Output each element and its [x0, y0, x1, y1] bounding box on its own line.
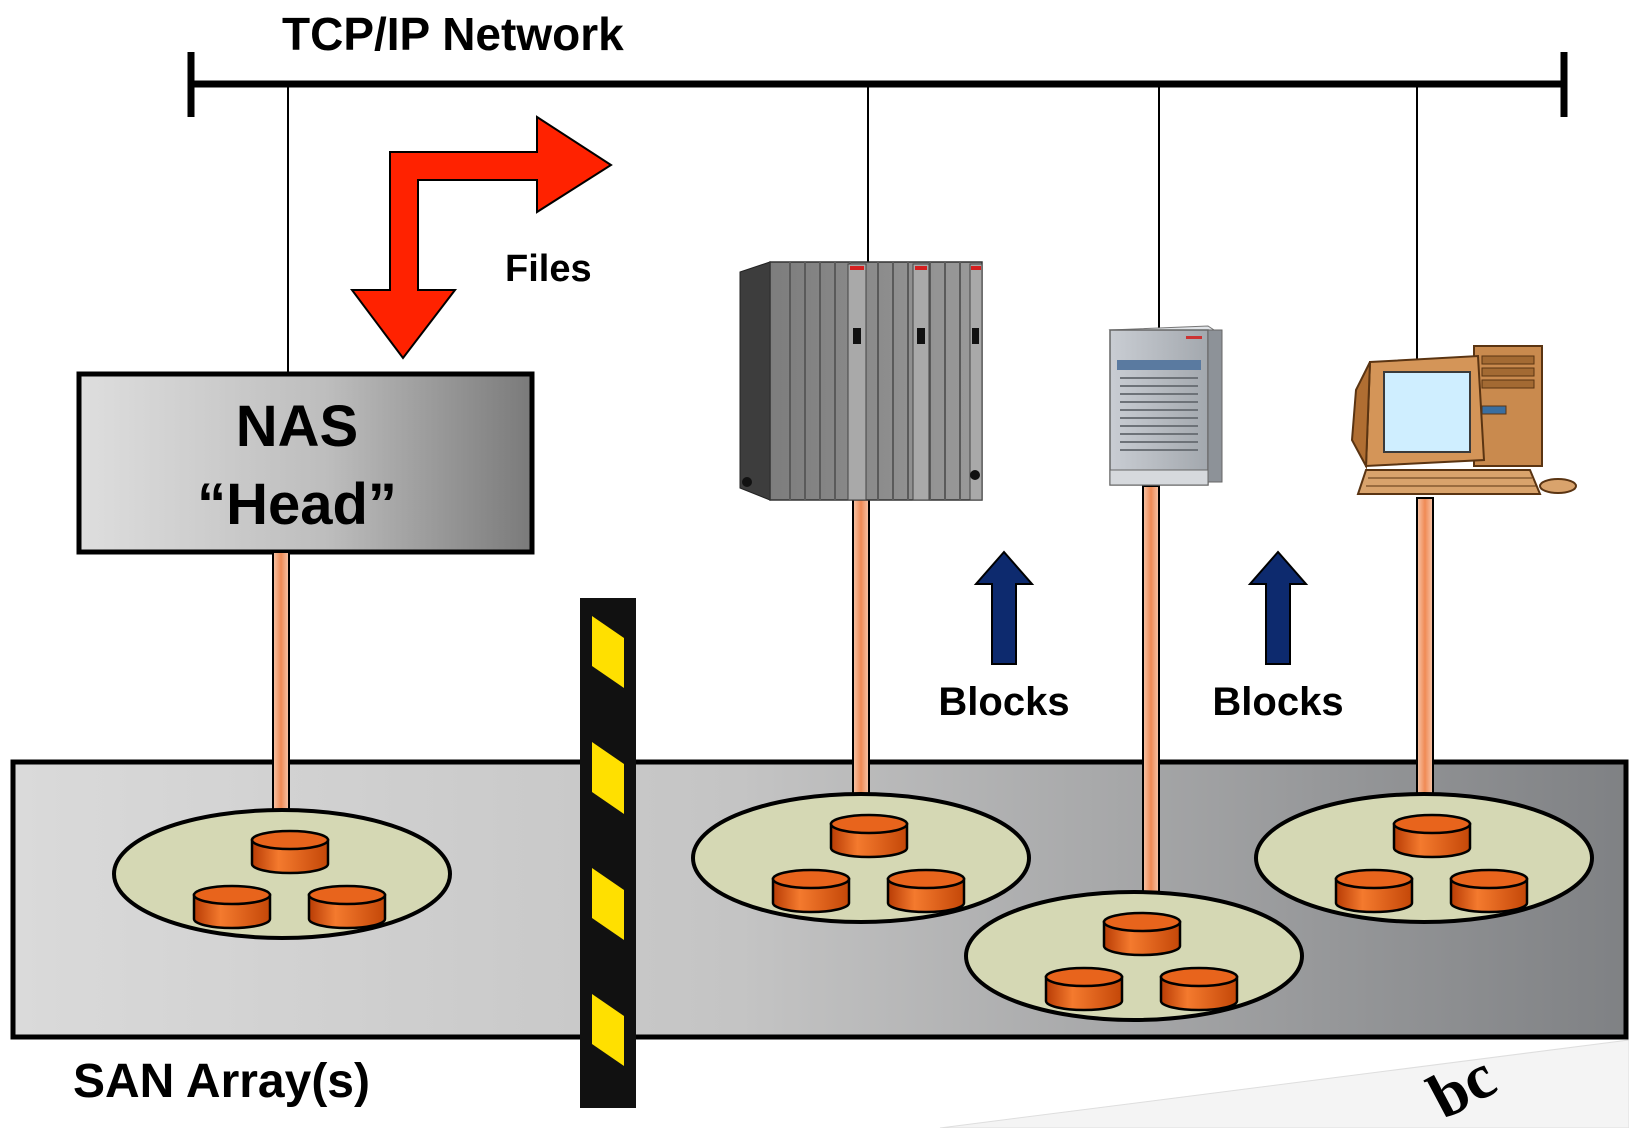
- nas-head-label: “Head”: [197, 472, 397, 537]
- disk-cylinder-icon: [250, 829, 330, 875]
- barrier-post: [580, 598, 636, 1108]
- nas-head-box: [76, 371, 535, 555]
- disk-cylinder-icon: [1159, 966, 1239, 1012]
- decorative-swoosh: [939, 1039, 1629, 1128]
- disk-cylinder-icon: [1334, 868, 1414, 914]
- desktop-computer-icon: [1350, 345, 1577, 495]
- blocks-label: Blocks: [1212, 680, 1343, 724]
- disk-cylinder-icon: [192, 884, 272, 930]
- disk-cylinder-icon: [886, 868, 966, 914]
- san-label: SAN Array(s): [73, 1055, 370, 1108]
- tcpip-network-bus: [187, 52, 1568, 374]
- nas-label: NAS: [236, 394, 358, 459]
- disk-cylinder-icon: [829, 813, 909, 859]
- disk-cylinder-icon: [1392, 813, 1472, 859]
- blocks-arrow-icon: [973, 550, 1035, 665]
- tower-server-icon: [1108, 325, 1223, 486]
- disk-group: [192, 813, 1529, 1012]
- disk-cylinder-icon: [307, 884, 387, 930]
- disk-cylinder-icon: [771, 868, 851, 914]
- blocks-arrow-icon: [1247, 550, 1309, 665]
- disk-cylinder-icon: [1102, 911, 1182, 957]
- disk-cylinder-icon: [1044, 966, 1124, 1012]
- mainframe-server-icon: [739, 261, 983, 501]
- files-label: Files: [505, 248, 592, 290]
- files-arrow-icon: [350, 115, 613, 360]
- blocks-label: Blocks: [938, 680, 1069, 724]
- disk-cylinder-icon: [1449, 868, 1529, 914]
- network-title: TCP/IP Network: [282, 8, 624, 60]
